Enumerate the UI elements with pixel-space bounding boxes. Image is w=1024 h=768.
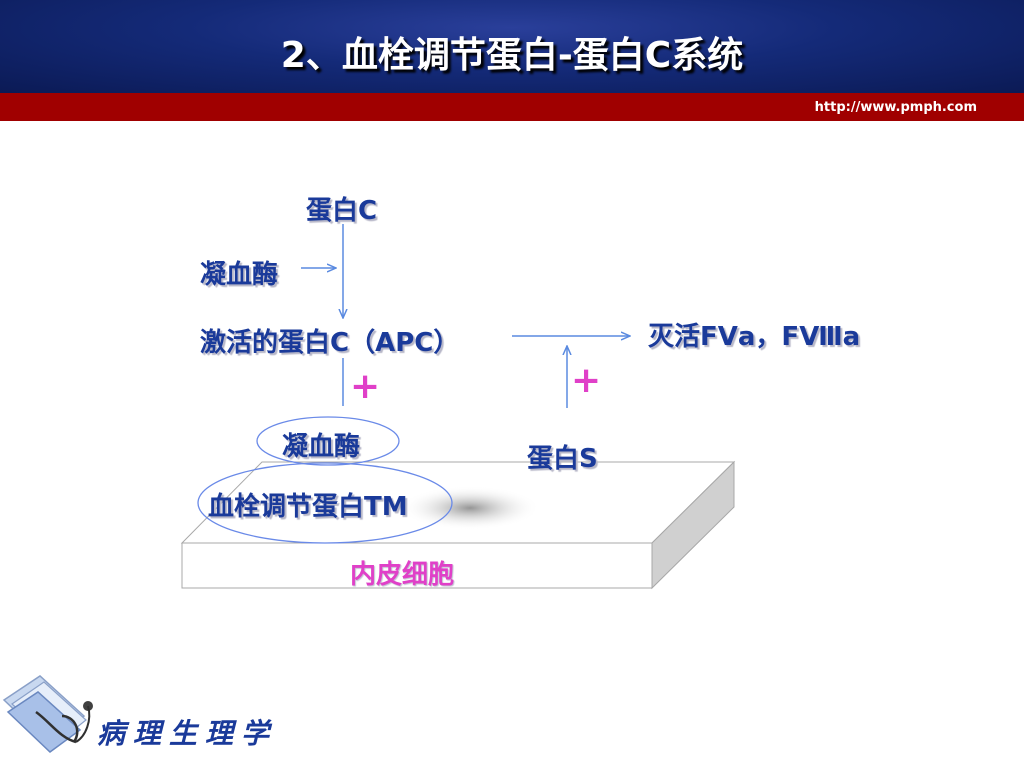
- thrombin-top-label: 凝血酶: [200, 260, 279, 290]
- page-title: 2、血栓调节蛋白-蛋白C系统: [280, 35, 744, 76]
- folder-stethoscope-icon: [2, 675, 93, 753]
- thrombin-bottom-label: 凝血酶: [282, 432, 361, 462]
- thrombomodulin-label: 血栓调节蛋白TM: [208, 492, 408, 522]
- tm-shadow: [400, 486, 540, 530]
- footer-subject-title: 病理生理学: [97, 717, 278, 750]
- endothelial-slab: [180, 460, 736, 590]
- plus-sign-right: +: [571, 360, 602, 401]
- protein-c-label: 蛋白C: [306, 196, 378, 226]
- publisher-url: http://www.pmph.com: [814, 100, 977, 115]
- header-banner: 2、血栓调节蛋白-蛋白C系统: [0, 0, 1024, 93]
- apc-label: 激活的蛋白C（APC）: [200, 328, 460, 358]
- endothelium-label: 内皮细胞: [350, 560, 455, 590]
- inactivate-label: 灭活FⅤa，FⅧa: [648, 322, 861, 352]
- tm-ellipse: [197, 462, 453, 544]
- protein-s-label: 蛋白S: [527, 444, 598, 474]
- red-bar: [0, 93, 1024, 121]
- plus-sign-left: +: [350, 366, 381, 407]
- thrombin-ellipse: [256, 416, 400, 466]
